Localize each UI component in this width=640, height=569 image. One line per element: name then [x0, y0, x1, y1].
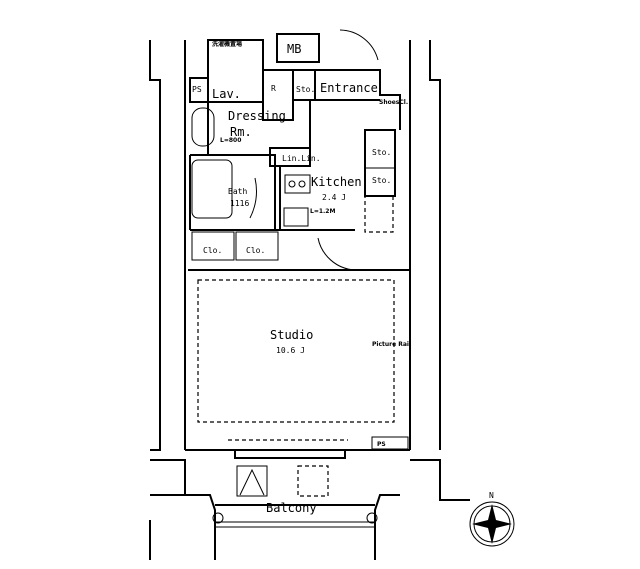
label-lav: Lav. — [212, 87, 241, 101]
interior-walls — [188, 29, 410, 524]
label-ps-bottom: PS — [377, 441, 386, 448]
label-entrance: Entrance — [320, 81, 378, 95]
label-dressing-rm: Rm. — [230, 125, 252, 139]
north-compass-icon: N — [469, 491, 515, 547]
label-lav-counter: L=800 — [220, 137, 241, 144]
label-dressing: Dressing — [228, 109, 286, 123]
label-balcony: Balcony — [266, 501, 317, 515]
label-kitchen: Kitchen — [311, 175, 362, 189]
label-sto-kitchen-2: Sto. — [372, 176, 391, 185]
label-closet-1: Clo. — [203, 246, 222, 255]
label-sto-entrance: Sto. — [296, 85, 315, 94]
label-shoes-closet: ShoesCl. — [379, 99, 408, 106]
label-kitchen-size: 2.4 J — [322, 193, 346, 202]
top-label: 洗濯機置場 — [212, 40, 242, 48]
label-bath: Bath — [228, 187, 247, 196]
label-studio: Studio — [270, 328, 313, 342]
label-linen: Lin.Lin. — [282, 154, 321, 163]
label-mb: MB — [287, 42, 301, 56]
label-sto-kitchen-1: Sto. — [372, 148, 391, 157]
label-kitchen-counter: L=1.2M — [310, 208, 335, 215]
label-studio-size: 10.6 J — [276, 346, 305, 355]
label-closet-2: Clo. — [246, 246, 265, 255]
label-ps-top: PS — [192, 85, 202, 94]
label-picture-rail: Picture Rail — [372, 341, 411, 348]
label-north: N — [489, 491, 494, 500]
label-bath-size: 1116 — [230, 199, 249, 208]
label-refrigerator: R — [271, 84, 276, 93]
